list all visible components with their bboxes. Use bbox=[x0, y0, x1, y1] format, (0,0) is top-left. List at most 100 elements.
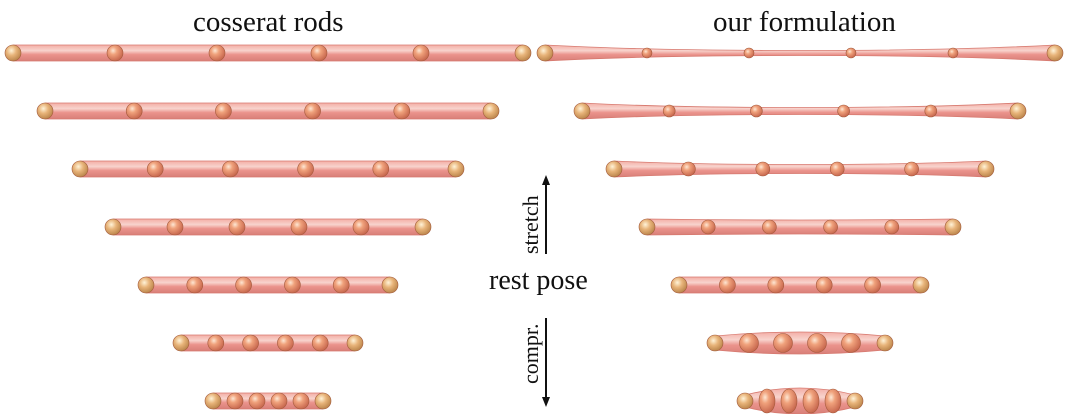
rod-node bbox=[884, 219, 900, 235]
rod-end-node bbox=[605, 160, 623, 178]
rod-end-node bbox=[414, 218, 432, 236]
rod-end-node bbox=[314, 392, 332, 410]
rod-body bbox=[180, 334, 356, 352]
rod-body bbox=[145, 276, 391, 294]
rest-pose-label: rest pose bbox=[489, 265, 588, 296]
rod-node bbox=[228, 218, 246, 236]
rod-node bbox=[807, 333, 827, 353]
rod-node bbox=[755, 161, 771, 177]
rod-node bbox=[311, 334, 329, 352]
rod-node bbox=[412, 44, 430, 62]
rod-end-node bbox=[204, 392, 222, 410]
rod-node bbox=[270, 392, 288, 410]
rod-node bbox=[304, 102, 321, 120]
title-our-formulation: our formulation bbox=[713, 6, 896, 38]
rod-node bbox=[845, 47, 857, 59]
rod-end-node bbox=[514, 44, 532, 62]
rod-node bbox=[186, 276, 204, 294]
rod-node bbox=[841, 333, 861, 353]
rod-node bbox=[773, 333, 793, 353]
rod-node bbox=[106, 44, 124, 62]
rod-end-node bbox=[706, 334, 724, 352]
rod-node bbox=[125, 102, 143, 120]
rod-node bbox=[904, 161, 919, 177]
rod-body bbox=[544, 44, 1056, 62]
rod-node bbox=[292, 392, 310, 410]
rod-node bbox=[662, 104, 676, 118]
rod-node bbox=[681, 161, 696, 177]
rod-node bbox=[719, 276, 736, 294]
rod-node bbox=[332, 276, 350, 294]
rod-end-node bbox=[638, 218, 656, 236]
rod-node bbox=[242, 334, 259, 352]
rod-node bbox=[146, 160, 164, 178]
rod-node bbox=[393, 102, 411, 120]
right-rod-row-2 bbox=[573, 102, 1027, 120]
rod-node bbox=[700, 219, 716, 235]
rod-node bbox=[277, 334, 294, 352]
rod-end-node bbox=[346, 334, 364, 352]
stretch-label: stretch bbox=[518, 195, 543, 254]
rod-node bbox=[215, 102, 232, 120]
right-rod-row-6 bbox=[706, 331, 894, 355]
rod-node bbox=[824, 388, 842, 414]
rod-end-node bbox=[736, 392, 754, 410]
rod-node bbox=[864, 276, 881, 294]
right-rod-row-4 bbox=[638, 218, 962, 236]
rod-body bbox=[79, 160, 457, 178]
rod-end-node bbox=[137, 276, 155, 294]
left-rod-row-3 bbox=[71, 160, 465, 178]
rod-node bbox=[208, 44, 226, 62]
rod-body bbox=[678, 276, 922, 294]
rod-node bbox=[310, 44, 328, 62]
rod-body bbox=[613, 160, 987, 178]
rod-node bbox=[641, 47, 653, 59]
left-rod-row-1 bbox=[4, 44, 532, 62]
right-rod-row-1 bbox=[536, 44, 1064, 62]
rod-end-node bbox=[944, 218, 962, 236]
rod-node bbox=[837, 104, 850, 118]
rod-node bbox=[248, 392, 266, 410]
rod-end-node bbox=[977, 160, 995, 178]
rod-node bbox=[352, 218, 370, 236]
right-rod-row-3 bbox=[605, 160, 995, 178]
rod-node bbox=[947, 47, 959, 59]
rod-end-node bbox=[1046, 44, 1064, 62]
rod-end-node bbox=[36, 102, 54, 120]
rod-end-node bbox=[172, 334, 190, 352]
rod-end-node bbox=[4, 44, 22, 62]
compression-label: compr. bbox=[518, 323, 543, 385]
rod-node bbox=[780, 388, 798, 414]
rod-node bbox=[222, 160, 239, 178]
rod-end-node bbox=[1009, 102, 1027, 120]
title-cosserat-rods: cosserat rods bbox=[193, 6, 344, 38]
rod-node bbox=[823, 219, 838, 235]
left-rod-row-6 bbox=[172, 334, 364, 352]
rod-body bbox=[112, 218, 424, 236]
rod-end-node bbox=[482, 102, 500, 120]
rod-node bbox=[372, 160, 390, 178]
left-rod-row-2 bbox=[36, 102, 500, 120]
rod-end-node bbox=[846, 392, 864, 410]
rod-end-node bbox=[381, 276, 399, 294]
left-rod-row-5 bbox=[137, 276, 399, 294]
rod-node bbox=[207, 334, 225, 352]
rod-node bbox=[815, 276, 833, 294]
rod-node bbox=[829, 161, 845, 177]
left-rod-row-7 bbox=[204, 392, 332, 410]
rod-node bbox=[284, 276, 301, 294]
rod-end-node bbox=[912, 276, 930, 294]
rod-node bbox=[762, 219, 777, 235]
rod-end-node bbox=[536, 44, 554, 62]
rod-node bbox=[235, 276, 252, 294]
rod-end-node bbox=[573, 102, 591, 120]
rod-node bbox=[226, 392, 244, 410]
rod-node bbox=[166, 218, 184, 236]
rod-end-node bbox=[670, 276, 688, 294]
rod-node bbox=[290, 218, 308, 236]
rod-node bbox=[743, 47, 755, 59]
rod-body bbox=[12, 44, 524, 62]
rod-end-node bbox=[104, 218, 122, 236]
